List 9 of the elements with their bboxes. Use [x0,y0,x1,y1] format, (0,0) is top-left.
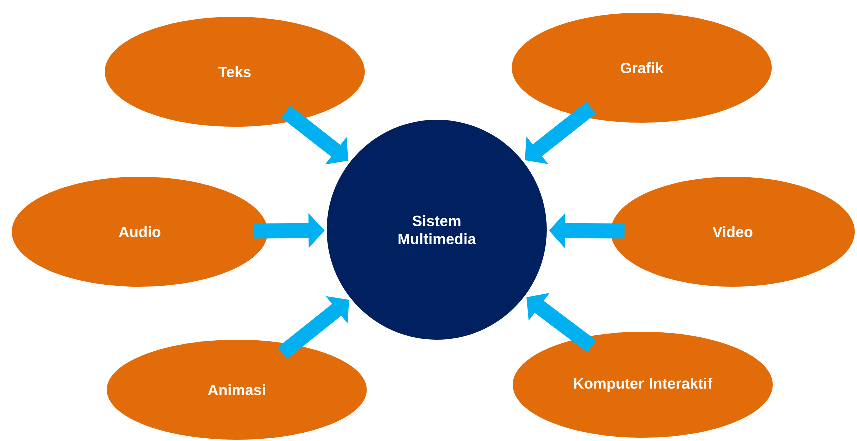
ellipse-node: Video [611,177,855,287]
circle-node: Sistem Multimedia [327,120,547,340]
ellipse-node: Komputer Interaktif [513,332,773,438]
ellipse-node: Grafik [512,13,772,123]
ellipse-node: Teks [105,17,365,127]
ellipse-node: Animasi [107,340,367,440]
ellipse-node: Audio [12,177,268,287]
block-arrow [278,296,350,360]
block-arrow [525,102,596,164]
